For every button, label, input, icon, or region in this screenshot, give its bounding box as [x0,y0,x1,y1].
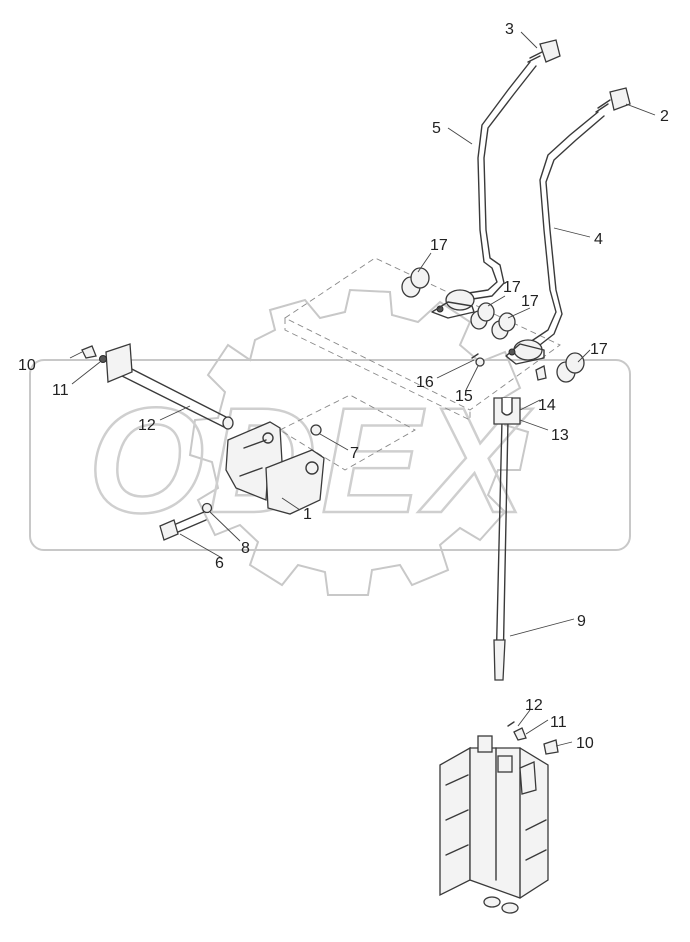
bolt-10-right [543,739,559,755]
callout-1: 1 [303,506,312,523]
callout-2: 2 [660,108,669,125]
bushing-17-b [470,302,495,330]
bolt-10-left [81,345,97,359]
callout-17-c: 17 [521,293,539,310]
callout-17-a: 17 [430,237,448,254]
lever-4 [505,111,605,365]
callout-10-right: 10 [576,735,594,752]
lever-4-pin [508,348,516,356]
callout-13: 13 [551,427,569,444]
callout-11-right: 11 [550,714,567,731]
callout-8: 8 [241,540,250,557]
callout-15: 15 [455,388,473,405]
watermark-band [29,359,631,551]
pin-16 [471,353,479,359]
callout-10-left: 10 [18,357,36,374]
mounting-plate-lower [279,394,416,471]
washer-11-right [513,727,527,741]
bracket-1 [225,421,325,515]
valve-spool-1 [477,735,493,753]
callout-12-right: 12 [525,697,543,714]
valve-block [439,735,549,914]
callout-17-b: 17 [503,279,521,296]
knob-2 [595,87,631,113]
shaft-12 [105,343,234,430]
valve-spool-2 [497,755,513,773]
lever-5-hub [445,289,475,311]
bushing-17-d [556,352,585,383]
washer-11-left [99,355,107,363]
lever-5 [431,61,537,319]
leader-lines [69,31,656,747]
callout-11-left: 11 [52,382,69,399]
watermark-gear [188,288,530,596]
callout-3: 3 [505,21,514,38]
callout-14: 14 [538,397,556,414]
lever-4-hub [513,339,543,361]
nut-7 [310,424,322,436]
bolt-6 [159,511,207,541]
callout-labels: 3 2 5 4 17 17 17 17 16 15 14 13 10 11 12… [18,21,669,752]
rod-9 [493,419,509,681]
callout-16: 16 [416,374,434,391]
callout-5: 5 [432,120,441,137]
washer-8 [201,502,213,514]
callout-17-d: 17 [590,341,608,358]
callout-9: 9 [577,613,586,630]
knob-3 [527,39,561,63]
washer-16 [475,357,485,367]
bolt-15 [535,365,547,381]
callout-12-left: 12 [138,417,156,434]
pin-12-right [507,721,515,727]
valve-fitting [519,761,537,795]
mounting-plate-outline [284,257,561,421]
shaft-flange [105,343,133,383]
callout-7: 7 [350,445,359,462]
callout-6: 6 [215,555,224,572]
bushing-17-a [401,267,430,298]
bushing-17-c [491,312,516,340]
callout-4: 4 [594,231,603,248]
clevis-13 [493,397,521,425]
